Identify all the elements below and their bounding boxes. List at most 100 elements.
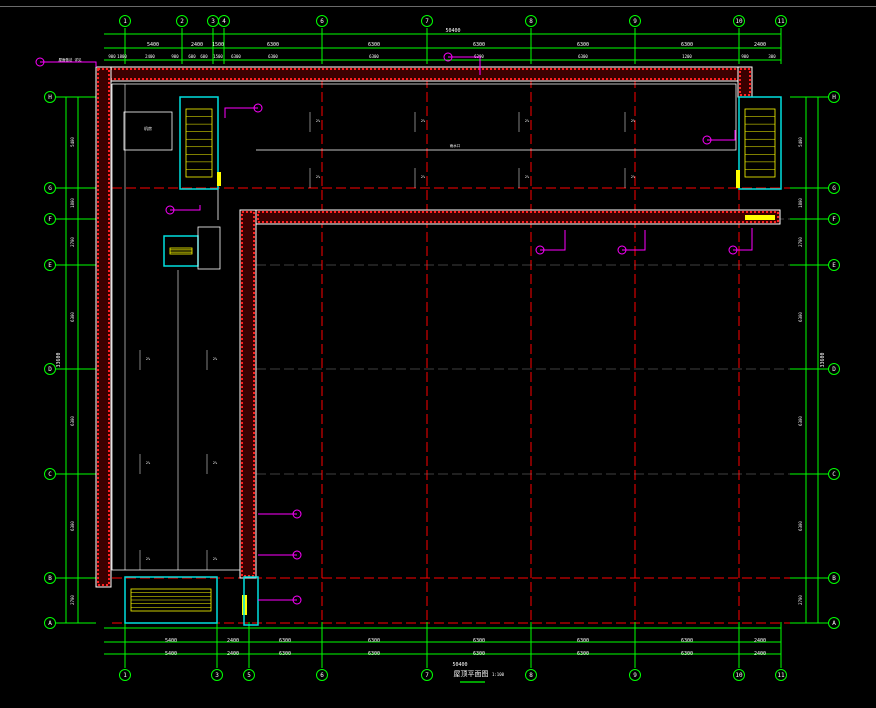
dimension-text: 6300 xyxy=(473,42,485,48)
dimension-text: 6300 xyxy=(267,42,279,48)
dimension-text: 6300 xyxy=(798,521,803,531)
axis-bubble xyxy=(828,572,840,584)
viewport-border xyxy=(0,6,876,7)
axis-bubble xyxy=(828,468,840,480)
dimension-text: 5400 xyxy=(165,638,177,644)
axis-bubble xyxy=(775,669,787,681)
axis-bubble xyxy=(828,213,840,225)
detail-leader xyxy=(170,205,201,211)
detail-bubble xyxy=(443,52,453,62)
detail-bubble xyxy=(728,245,738,255)
dimension-text: 6300 xyxy=(368,638,380,644)
axis-label-bottom: 1 xyxy=(123,672,127,679)
dimension-text: 6300 xyxy=(473,638,485,644)
axis-label-bottom: 6 xyxy=(320,672,324,679)
axis-label-top: 6 xyxy=(320,18,324,25)
axis-label-top: 1 xyxy=(123,18,127,25)
axis-label-right: F xyxy=(832,216,836,223)
stair-flight xyxy=(744,108,776,178)
detail-leader xyxy=(448,56,481,75)
axis-label-top: 11 xyxy=(777,18,785,25)
detail-bubble xyxy=(292,595,302,605)
dimension-text: 6300 xyxy=(368,651,380,657)
dimension-text: 5400 xyxy=(798,137,803,147)
dimension-text: 5400 xyxy=(165,651,177,657)
dimension-text: 50400 xyxy=(445,28,460,34)
axis-label-right: G xyxy=(832,185,836,192)
stairwell xyxy=(738,96,782,190)
axis-label-right: C xyxy=(832,471,836,478)
dimension-text: 6300 xyxy=(70,312,75,322)
dimension-text: 6300 xyxy=(70,416,75,426)
axis-label-top: 4 xyxy=(222,18,226,25)
axis-label-left: E xyxy=(48,262,52,269)
stair-flight xyxy=(185,108,213,178)
axis-bubble xyxy=(243,669,255,681)
detail-leader xyxy=(622,230,646,251)
axis-bubble xyxy=(211,669,223,681)
parapet-wall xyxy=(95,66,112,588)
axis-bubble xyxy=(421,669,433,681)
dimension-text: 33600 xyxy=(820,352,826,367)
detail-bubble xyxy=(292,509,302,519)
dimension-text: 6300 xyxy=(578,54,588,59)
drain-label: 雨水口 xyxy=(450,143,461,148)
machine-room xyxy=(123,111,173,151)
drawing-title: 屋顶平面图 xyxy=(454,670,489,678)
slope-label: 2% xyxy=(421,119,426,123)
dimension-text: 6300 xyxy=(279,651,291,657)
dimension-text: 1500 xyxy=(212,42,224,48)
slope-label: 2% xyxy=(213,461,218,465)
dimension-text: 900 xyxy=(108,54,116,59)
slope-label: 2% xyxy=(316,175,321,179)
door xyxy=(745,215,775,220)
stairwell xyxy=(124,576,218,624)
slope-label: 2% xyxy=(146,357,151,361)
slope-label: 2% xyxy=(421,175,426,179)
room-label: 机房 xyxy=(144,125,152,131)
dimension-text: 1800 xyxy=(70,198,75,208)
parapet-wall xyxy=(239,209,257,579)
slope-label: 2% xyxy=(631,175,636,179)
detail-bubble xyxy=(35,57,45,67)
axis-label-left: H xyxy=(48,94,52,101)
axis-bubble xyxy=(828,182,840,194)
dimension-text: 33600 xyxy=(56,352,62,367)
axis-bubble xyxy=(733,669,745,681)
axis-label-top: 3 xyxy=(211,18,215,25)
axis-bubble xyxy=(44,259,56,271)
door xyxy=(217,172,221,186)
dimension-text: 2400 xyxy=(227,651,239,657)
parapet-hatch xyxy=(97,68,110,586)
roof-outline xyxy=(111,84,240,571)
slope-label: 2% xyxy=(146,557,151,561)
axis-label-bottom: 11 xyxy=(777,672,785,679)
axis-bubble xyxy=(44,363,56,375)
axis-bubble xyxy=(176,15,188,27)
roof-outline xyxy=(112,83,737,151)
axis-bubble xyxy=(316,669,328,681)
axis-label-right: B xyxy=(832,575,836,582)
dimension-text: 6300 xyxy=(369,54,379,59)
dimension-text: 900 xyxy=(741,54,749,59)
axis-label-left: F xyxy=(48,216,52,223)
axis-bubble xyxy=(218,15,230,27)
axis-label-top: 2 xyxy=(180,18,184,25)
slope-label: 2% xyxy=(213,557,218,561)
axis-label-right: D xyxy=(832,366,836,373)
parapet-hatch xyxy=(241,211,255,577)
dimension-text: 6300 xyxy=(368,42,380,48)
slope-label: 2% xyxy=(525,175,530,179)
axis-label-right: H xyxy=(832,94,836,101)
parapet-hatch xyxy=(257,211,779,223)
detail-bubble xyxy=(702,135,712,145)
axis-bubble xyxy=(44,572,56,584)
slope-label: 2% xyxy=(213,357,218,361)
dimension-text: 6300 xyxy=(473,651,485,657)
axis-bubble xyxy=(421,15,433,27)
dimension-text: 6300 xyxy=(798,416,803,426)
slope-label: 2% xyxy=(316,119,321,123)
door xyxy=(736,170,740,188)
axis-bubble xyxy=(119,669,131,681)
